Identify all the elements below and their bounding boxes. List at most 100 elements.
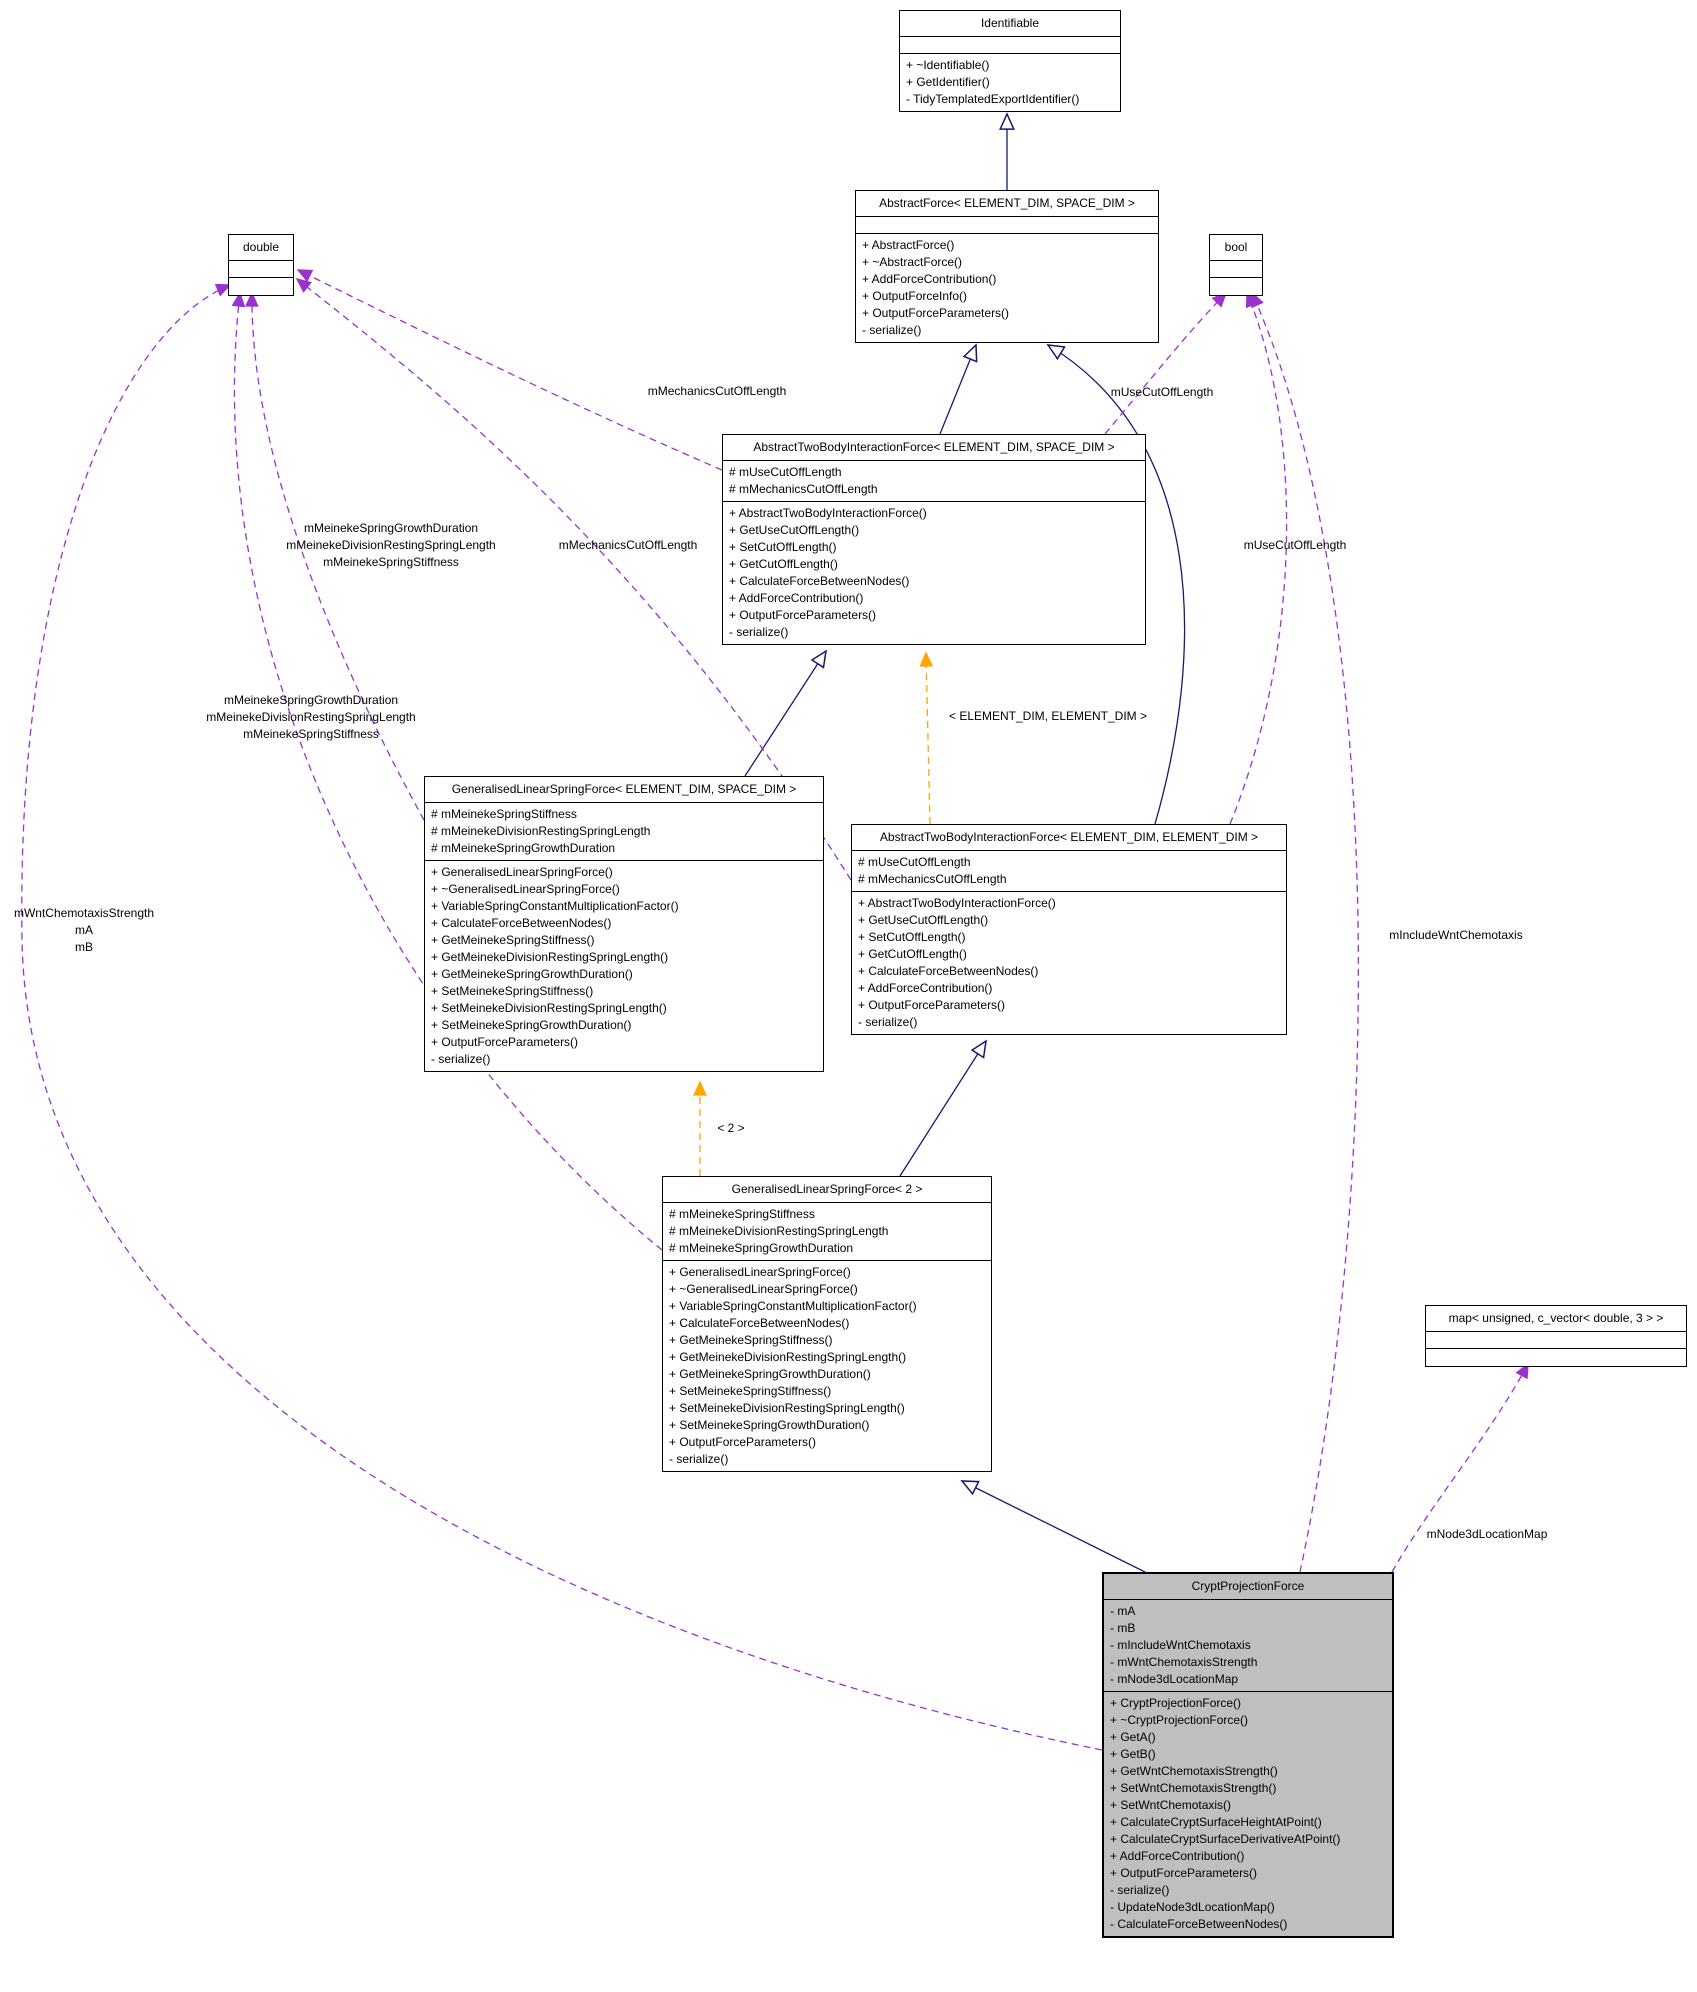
class-member: + OutputForceParameters() bbox=[858, 998, 1006, 1012]
class-member: - serialize() bbox=[431, 1052, 491, 1066]
class-member: + SetCutOffLength() bbox=[729, 540, 837, 554]
class-member: # mMeinekeDivisionRestingSpringLength bbox=[669, 1224, 889, 1238]
class-member: + OutputForceParameters() bbox=[862, 306, 1010, 320]
class-member: # mMeinekeSpringGrowthDuration bbox=[669, 1241, 854, 1255]
class-identifiable[interactable]: Identifiable + ~Identifiable()+ GetIdent… bbox=[899, 10, 1121, 112]
class-member: + ~AbstractForce() bbox=[862, 255, 963, 269]
class-generalisedlinearspringforce-2[interactable]: GeneralisedLinearSpringForce< 2 > # mMei… bbox=[662, 1176, 992, 1472]
class-member: + OutputForceParameters() bbox=[1110, 1866, 1258, 1880]
edge-label-usecutofflength-element: mUseCutOffLength bbox=[1243, 538, 1347, 552]
class-methods: + GeneralisedLinearSpringForce()+ ~Gener… bbox=[425, 861, 823, 1071]
class-abstracttwobodyinteractionforce-element[interactable]: AbstractTwoBodyInteractionForce< ELEMENT… bbox=[851, 824, 1287, 1035]
edge-label-template-args-element: < ELEMENT_DIM, ELEMENT_DIM > bbox=[948, 709, 1148, 723]
class-generalisedlinearspringforce-template[interactable]: GeneralisedLinearSpringForce< ELEMENT_DI… bbox=[424, 776, 824, 1072]
class-member: + GetCutOffLength() bbox=[858, 947, 967, 961]
class-abstractforce[interactable]: AbstractForce< ELEMENT_DIM, SPACE_DIM > … bbox=[855, 190, 1159, 343]
edge-inheritance-atbif-space-to-abstractforce bbox=[939, 345, 976, 435]
class-member: + SetMeinekeSpringStiffness() bbox=[669, 1384, 832, 1398]
class-member: + SetMeinekeDivisionRestingSpringLength(… bbox=[669, 1401, 905, 1415]
class-map-node3dlocation[interactable]: map< unsigned, c_vector< double, 3 > > bbox=[1425, 1305, 1687, 1367]
class-member: - mB bbox=[1110, 1621, 1136, 1635]
edge-label-mechanicscutofflength-space: mMechanicsCutOffLength bbox=[647, 384, 787, 398]
class-attributes bbox=[900, 37, 1120, 54]
class-title: double bbox=[229, 235, 293, 261]
class-member: # mMeinekeSpringGrowthDuration bbox=[431, 841, 616, 855]
edge-label-template-args-2: < 2 > bbox=[717, 1121, 745, 1135]
class-attributes bbox=[1426, 1332, 1686, 1349]
class-member: + GetB() bbox=[1110, 1747, 1156, 1761]
edge-label-wntchemotaxis-members: mWntChemotaxisStrength mA mB bbox=[13, 906, 155, 954]
class-member: + CalculateCryptSurfaceDerivativeAtPoint… bbox=[1110, 1832, 1341, 1846]
class-member: + GetUseCutOffLength() bbox=[729, 523, 860, 537]
class-title: bool bbox=[1210, 235, 1262, 261]
class-methods: + CryptProjectionForce() + ~CryptProjecti… bbox=[1104, 1692, 1392, 1936]
class-member: # mMeinekeSpringStiffness bbox=[431, 807, 577, 821]
class-member: + VariableSpringConstantMultiplicationFa… bbox=[431, 899, 679, 913]
class-member: + CalculateCryptSurfaceHeightAtPoint() bbox=[1110, 1815, 1322, 1829]
class-member: + GetWntChemotaxisStrength() bbox=[1110, 1764, 1278, 1778]
class-double[interactable]: double bbox=[228, 234, 294, 296]
class-member: # mMechanicsCutOffLength bbox=[729, 482, 878, 496]
class-member: + GetMeinekeDivisionRestingSpringLength(… bbox=[669, 1350, 907, 1364]
class-title: map< unsigned, c_vector< double, 3 > > bbox=[1426, 1306, 1686, 1332]
class-member: + GetIdentifier() bbox=[906, 75, 990, 89]
class-member: # mMeinekeSpringStiffness bbox=[669, 1207, 815, 1221]
class-member: - mA bbox=[1110, 1604, 1136, 1618]
class-member: + GetMeinekeDivisionRestingSpringLength(… bbox=[431, 950, 669, 964]
class-member: + OutputForceParameters() bbox=[669, 1435, 817, 1449]
class-member: + ~Identifiable() bbox=[906, 58, 990, 72]
class-attributes: # mMeinekeSpringStiffness # mMeinekeDivis… bbox=[425, 803, 823, 861]
class-member: # mMechanicsCutOffLength bbox=[858, 872, 1007, 886]
class-attributes: # mUseCutOffLength # mMechanicsCutOffLeng… bbox=[723, 461, 1145, 502]
class-member: + ~CryptProjectionForce() bbox=[1110, 1713, 1249, 1727]
class-methods: + ~Identifiable()+ GetIdentifier()- Tidy… bbox=[900, 54, 1120, 111]
class-attributes bbox=[229, 261, 293, 278]
class-member: + CryptProjectionForce() bbox=[1110, 1696, 1242, 1710]
class-title: GeneralisedLinearSpringForce< 2 > bbox=[663, 1177, 991, 1203]
edge-inheritance-glsf-template-to-atbif-space bbox=[744, 651, 826, 777]
class-attributes: # mUseCutOffLength # mMechanicsCutOffLeng… bbox=[852, 851, 1286, 892]
edge-inheritance-glsf2-to-atbif-element bbox=[899, 1041, 986, 1177]
class-title: AbstractForce< ELEMENT_DIM, SPACE_DIM > bbox=[856, 191, 1158, 217]
class-member: + GetCutOffLength() bbox=[729, 557, 838, 571]
class-attributes: # mMeinekeSpringStiffness # mMeinekeDivis… bbox=[663, 1203, 991, 1261]
class-member: + AddForceContribution() bbox=[862, 272, 997, 286]
class-member: + GetMeinekeSpringGrowthDuration() bbox=[431, 967, 633, 981]
edge-usage-atbif-space-to-double bbox=[298, 270, 723, 471]
class-member: - serialize() bbox=[862, 323, 922, 337]
class-member: - serialize() bbox=[729, 625, 789, 639]
class-member: + CalculateForceBetweenNodes() bbox=[669, 1316, 850, 1330]
class-methods bbox=[229, 278, 293, 295]
class-member: + SetWntChemotaxis() bbox=[1110, 1798, 1232, 1812]
class-bool[interactable]: bool bbox=[1209, 234, 1263, 296]
class-member: # mUseCutOffLength bbox=[858, 855, 971, 869]
class-member: + GetMeinekeSpringStiffness() bbox=[669, 1333, 833, 1347]
class-member: + CalculateForceBetweenNodes() bbox=[431, 916, 612, 930]
class-methods bbox=[1426, 1349, 1686, 1366]
class-member: + SetMeinekeSpringGrowthDuration() bbox=[669, 1418, 870, 1432]
class-member: - mNode3dLocationMap bbox=[1110, 1672, 1239, 1686]
class-member: + CalculateForceBetweenNodes() bbox=[729, 574, 910, 588]
edge-label-usecutofflength-space: mUseCutOffLength bbox=[1110, 385, 1214, 399]
class-methods bbox=[1210, 278, 1262, 295]
class-attributes bbox=[856, 217, 1158, 234]
edge-usage-glsf2-to-double bbox=[234, 293, 663, 1251]
class-cryptprojectionforce[interactable]: CryptProjectionForce - mA - mB - mIncludeW… bbox=[1102, 1572, 1394, 1938]
class-member: + GetA() bbox=[1110, 1730, 1156, 1744]
class-member: + GeneralisedLinearSpringForce() bbox=[431, 865, 613, 879]
class-member: + VariableSpringConstantMultiplicationFa… bbox=[669, 1299, 917, 1313]
edge-inheritance-crypt-to-glsf2 bbox=[962, 1481, 1146, 1573]
class-title: GeneralisedLinearSpringForce< ELEMENT_DI… bbox=[425, 777, 823, 803]
class-member: + GetUseCutOffLength() bbox=[858, 913, 989, 927]
class-member: # mUseCutOffLength bbox=[729, 465, 842, 479]
class-abstracttwobodyinteractionforce-space[interactable]: AbstractTwoBodyInteractionForce< ELEMENT… bbox=[722, 434, 1146, 645]
class-member: + SetMeinekeSpringGrowthDuration() bbox=[431, 1018, 632, 1032]
class-member: - serialize() bbox=[669, 1452, 729, 1466]
class-member: - mIncludeWntChemotaxis bbox=[1110, 1638, 1251, 1652]
class-member: + OutputForceParameters() bbox=[431, 1035, 579, 1049]
class-member: # mMeinekeDivisionRestingSpringLength bbox=[431, 824, 651, 838]
class-title: CryptProjectionForce bbox=[1104, 1574, 1392, 1600]
class-member: + ~GeneralisedLinearSpringForce() bbox=[669, 1282, 858, 1296]
class-methods: + GeneralisedLinearSpringForce()+ ~Gener… bbox=[663, 1261, 991, 1471]
